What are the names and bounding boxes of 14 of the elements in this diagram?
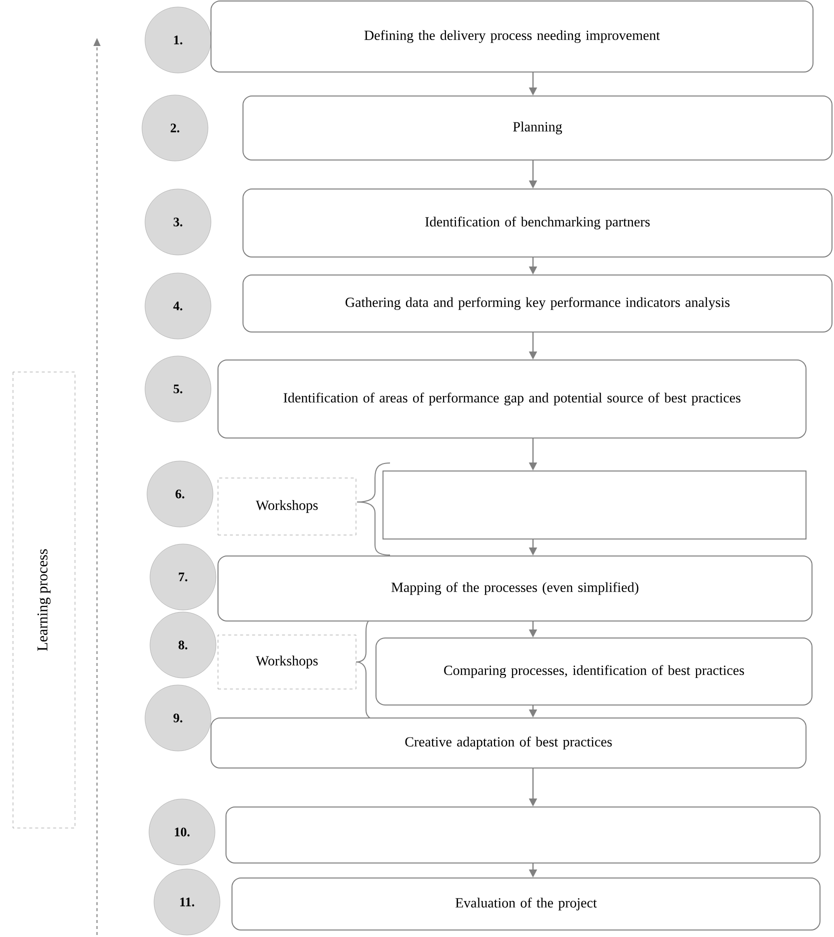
step-box (382, 470, 806, 540)
step-box: Evaluation of the project (232, 878, 820, 930)
workshop-box: Workshops (218, 478, 356, 536)
workshop-box: Workshops (218, 634, 356, 690)
step-box: Gathering data and performing key performance indicators analysis (242, 274, 832, 332)
step-box: Identification of areas of performance gap and potential source of best practices (218, 360, 806, 438)
step-box (226, 806, 820, 864)
learning-process-box: Learning process (12, 372, 76, 828)
step-box: Comparing processes, identification of best practices (376, 638, 812, 706)
step-box: Identification of benchmarking partners (242, 188, 832, 258)
step-box: Creative adaptation of best practices (210, 718, 806, 768)
step-box: Defining the delivery process needing improvement (210, 0, 814, 72)
step-box: Planning (242, 96, 832, 160)
step-box: Mapping of the processes (even simplified) (218, 556, 812, 622)
